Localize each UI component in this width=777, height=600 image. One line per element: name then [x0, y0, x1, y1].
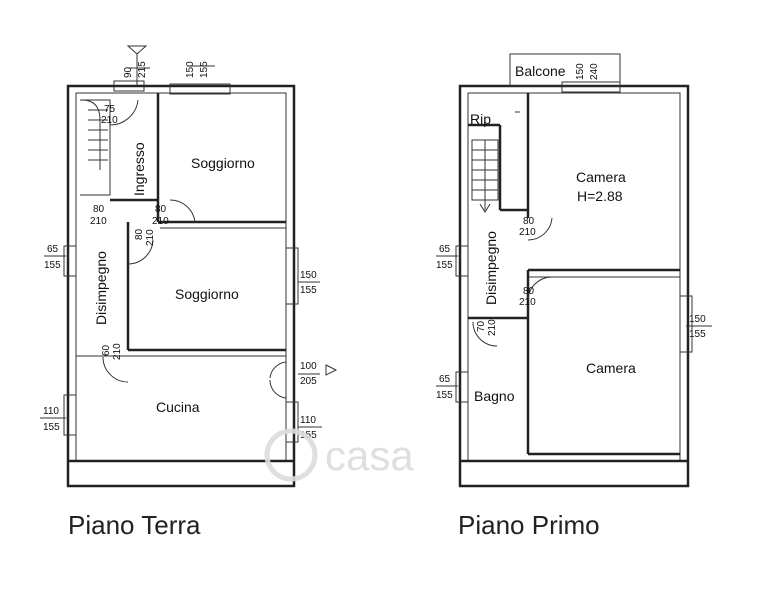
first-left-window-width: 65	[439, 244, 451, 255]
first-door2-width: 80	[523, 286, 535, 297]
ground-floor-plan	[40, 45, 338, 488]
door3-width: 80	[134, 228, 145, 240]
room-camera-bottom: Camera	[586, 360, 636, 376]
ext-door-height: 205	[300, 376, 317, 387]
ext-door-width: 100	[300, 361, 317, 372]
first-right-window	[679, 295, 693, 353]
first-door2-height: 210	[519, 297, 536, 308]
stair-door-width: 75	[104, 104, 116, 115]
balcony	[509, 53, 621, 87]
stair-door-height: 210	[101, 115, 118, 126]
disimpegno-door-arc	[127, 239, 154, 265]
door1-width: 80	[93, 204, 105, 215]
door2-width: 80	[155, 204, 167, 215]
ground-right-window-2	[285, 401, 299, 443]
door2-height: 210	[152, 216, 169, 227]
balcony-width: 150	[575, 63, 586, 80]
bath-door-width: 70	[476, 320, 487, 332]
stair-door-arc	[109, 99, 139, 126]
door1-height: 210	[90, 216, 107, 227]
kitchen-window-height: 155	[43, 422, 60, 433]
room-soggiorno-top: Soggiorno	[191, 155, 255, 171]
top-window-height: 155	[199, 61, 210, 78]
first-right-window-width: 150	[689, 314, 706, 325]
room-disimpegno-first: Disimpegno	[483, 231, 499, 305]
balcony-height: 240	[589, 63, 600, 80]
door4-width: 60	[101, 344, 112, 356]
room-bagno: Bagno	[474, 388, 515, 404]
watermark-text: casa	[325, 432, 414, 479]
first-floor-title: Piano Primo	[458, 510, 600, 540]
first-door1-height: 210	[519, 227, 536, 238]
room-soggiorno-mid: Soggiorno	[175, 286, 239, 302]
side-entry-arrow-icon	[325, 364, 338, 376]
entry-door-gap	[113, 80, 145, 92]
room-cucina: Cucina	[156, 399, 200, 415]
first-left-window	[455, 245, 469, 277]
right-window2-width: 110	[300, 415, 316, 426]
entry-height: 215	[137, 61, 148, 78]
ground-kitchen-window	[63, 394, 77, 436]
soggiorno-door-arc	[169, 199, 196, 223]
watermark: casa	[264, 428, 414, 482]
right-window-height: 155	[300, 285, 317, 296]
left-window-height: 155	[44, 260, 61, 271]
room-disimpegno: Disimpegno	[93, 251, 109, 325]
first-floor-plan	[436, 53, 712, 488]
first-right-window-height: 155	[689, 329, 706, 340]
door4-height: 210	[112, 343, 123, 360]
kitchen-window-width: 110	[43, 406, 59, 417]
ground-outer-wall	[66, 84, 296, 488]
room-camera-top: Camera	[576, 169, 626, 185]
ground-left-window	[63, 245, 77, 277]
room-ingresso: Ingresso	[131, 142, 147, 196]
entry-arrow-icon	[126, 45, 148, 55]
ground-floor-title: Piano Terra	[68, 510, 201, 540]
bath-door-height: 210	[487, 319, 498, 336]
watermark-logo-icon	[264, 428, 318, 482]
cucina-door-arc	[102, 356, 129, 383]
ground-stair	[80, 99, 111, 196]
door3-height: 210	[145, 229, 156, 246]
bath-window	[455, 371, 469, 403]
bath-window-width: 65	[439, 374, 451, 385]
first-door1-width: 80	[523, 216, 535, 227]
entry-width: 90	[123, 66, 134, 78]
first-left-window-height: 155	[436, 260, 453, 271]
left-window-width: 65	[47, 244, 59, 255]
right-window-width: 150	[300, 270, 317, 281]
top-window-width: 150	[185, 61, 196, 78]
room-balcone: Balcone	[515, 63, 566, 79]
first-stair	[471, 139, 499, 213]
room-rip: Rip	[470, 111, 491, 127]
bath-window-height: 155	[436, 390, 453, 401]
room-height: H=2.88	[577, 188, 623, 204]
ground-top-window	[169, 83, 231, 95]
ground-right-window	[285, 247, 299, 305]
